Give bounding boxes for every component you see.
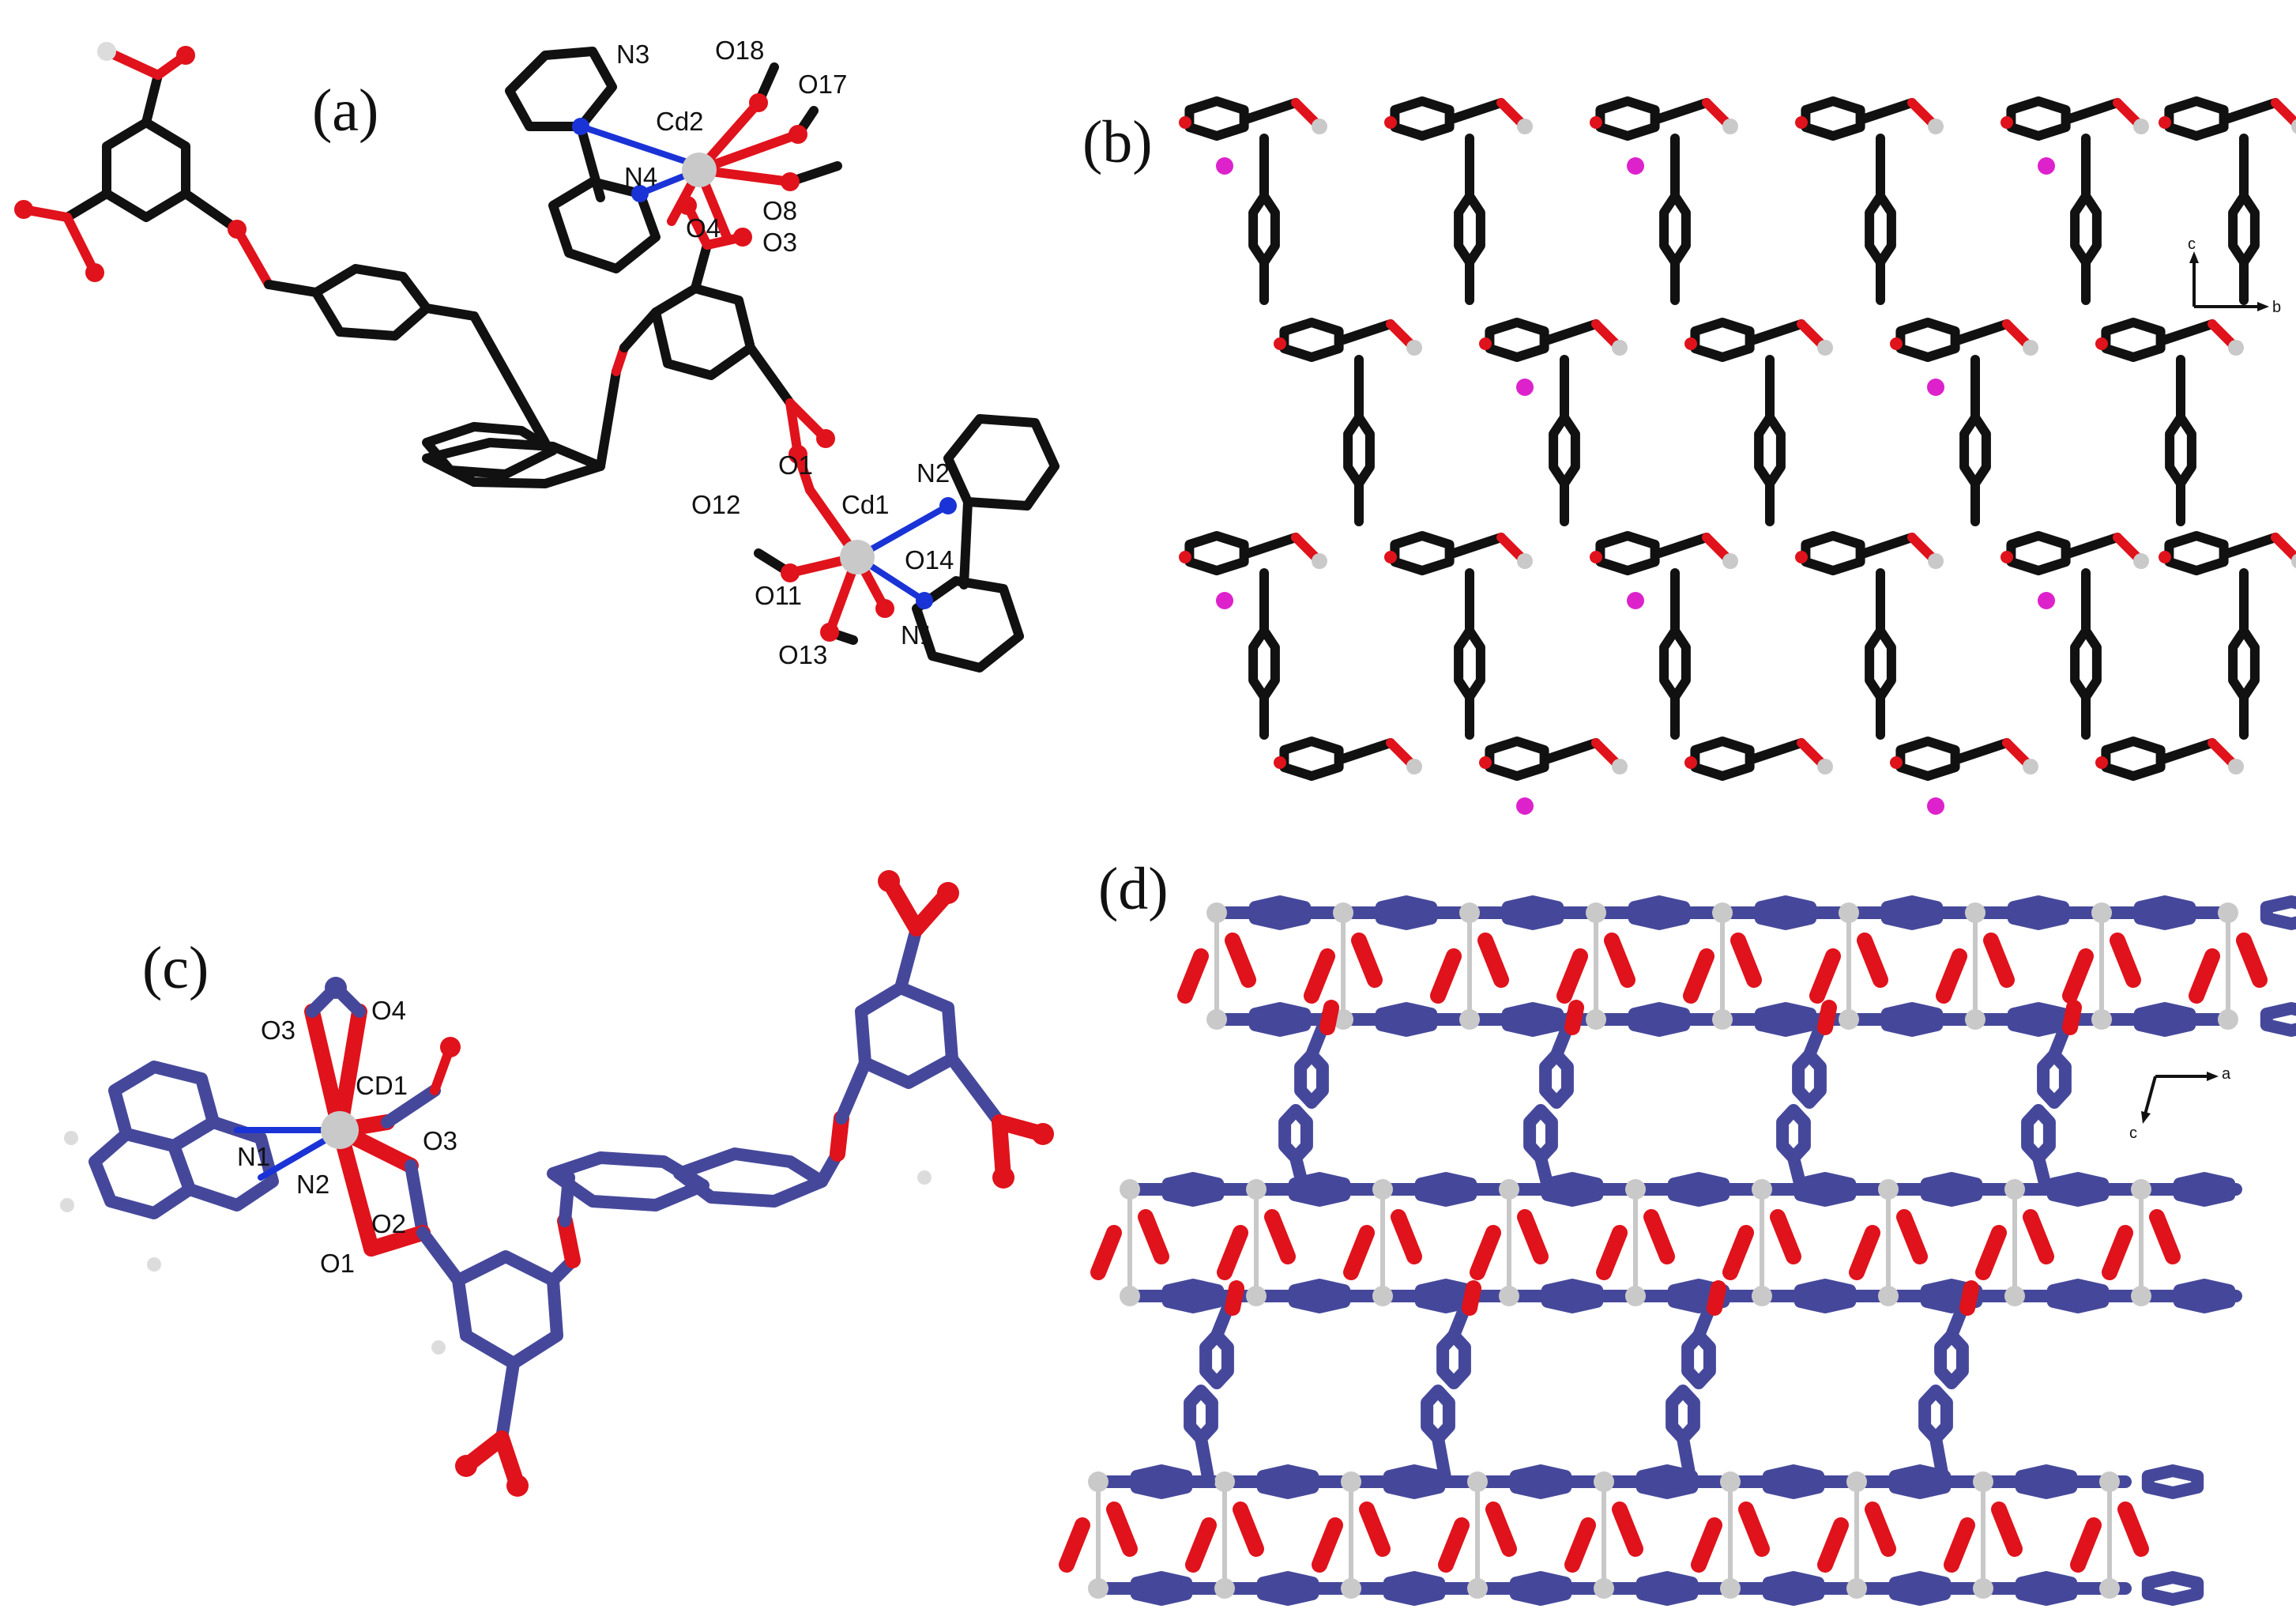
label-O18: O18 xyxy=(715,36,764,65)
panel-d-framework xyxy=(1059,895,2296,1606)
label-O4: O4 xyxy=(686,213,721,243)
panel-b-2d-network: (b) c b xyxy=(1082,96,2296,815)
label-c-O2: O2 xyxy=(371,1209,406,1238)
panel-c-atoms xyxy=(60,870,1054,1497)
cd1-atom xyxy=(840,540,875,575)
label-c-O1: O1 xyxy=(320,1249,355,1278)
panel-d-axes: a c xyxy=(2129,1065,2231,1142)
label-N3: N3 xyxy=(616,40,649,69)
label-N2: N2 xyxy=(917,458,950,488)
label-O14: O14 xyxy=(905,545,954,575)
axis-b-label: b xyxy=(2272,299,2281,316)
label-N1: N1 xyxy=(901,620,934,650)
panel-a-atoms xyxy=(14,42,957,642)
label-c-O3-right: O3 xyxy=(423,1126,457,1155)
panel-c-central-linker xyxy=(547,1110,849,1227)
panel-a-asymmetric-unit: (a) xyxy=(14,36,1060,673)
label-Cd2: Cd2 xyxy=(656,107,704,136)
panel-a-letter: (a) xyxy=(312,77,378,144)
panel-a-cd2-center xyxy=(667,62,842,242)
panel-c-labels: O3 O4 CD1 O3 N1 N2 O2 O1 xyxy=(237,996,457,1278)
axis-a-label: a xyxy=(2222,1065,2231,1083)
panel-c-right-isophthalate xyxy=(835,873,1051,1185)
label-c-CD1: CD1 xyxy=(356,1071,408,1100)
label-c-N2: N2 xyxy=(296,1170,329,1199)
panel-c-letter: (c) xyxy=(142,935,209,1001)
label-c-O3-top: O3 xyxy=(261,1015,295,1045)
label-c-O4: O4 xyxy=(371,996,406,1025)
label-O11: O11 xyxy=(755,581,802,610)
panel-d-layered-network: (d) a c xyxy=(1059,856,2296,1606)
panel-b-axes: c b xyxy=(2188,235,2281,316)
label-O13: O13 xyxy=(778,640,827,669)
label-O3: O3 xyxy=(762,228,797,257)
label-O17: O17 xyxy=(798,70,847,99)
panel-b-letter: (b) xyxy=(1082,109,1153,175)
axis-c-label-d: c xyxy=(2129,1125,2137,1142)
panel-a-cd1-center xyxy=(754,450,890,645)
panel-a-left-ring xyxy=(19,47,558,479)
label-N4: N4 xyxy=(624,162,657,191)
panel-a-cd1-bipyridine xyxy=(854,414,1060,673)
label-O1: O1 xyxy=(778,450,813,480)
panel-b-framework xyxy=(1179,96,2296,815)
panel-c-coordination: (c) xyxy=(60,870,1054,1497)
cd1-atom-c xyxy=(321,1111,359,1149)
panel-c-lower-isophthalate xyxy=(363,1159,581,1494)
label-c-N1: N1 xyxy=(237,1142,270,1171)
cd2-atom xyxy=(682,153,717,187)
axis-c-label: c xyxy=(2188,235,2196,253)
panel-a-labels: N3 Cd2 O18 O17 N4 O4 O8 O3 O1 N2 O12 Cd1… xyxy=(616,36,954,669)
label-Cd1: Cd1 xyxy=(841,490,890,519)
panel-c-cd1-center xyxy=(304,982,455,1257)
panel-a-cd2-bipyridine xyxy=(505,47,702,273)
label-O8: O8 xyxy=(762,196,797,225)
label-O12: O12 xyxy=(691,490,740,519)
panel-d-letter: (d) xyxy=(1098,856,1169,922)
